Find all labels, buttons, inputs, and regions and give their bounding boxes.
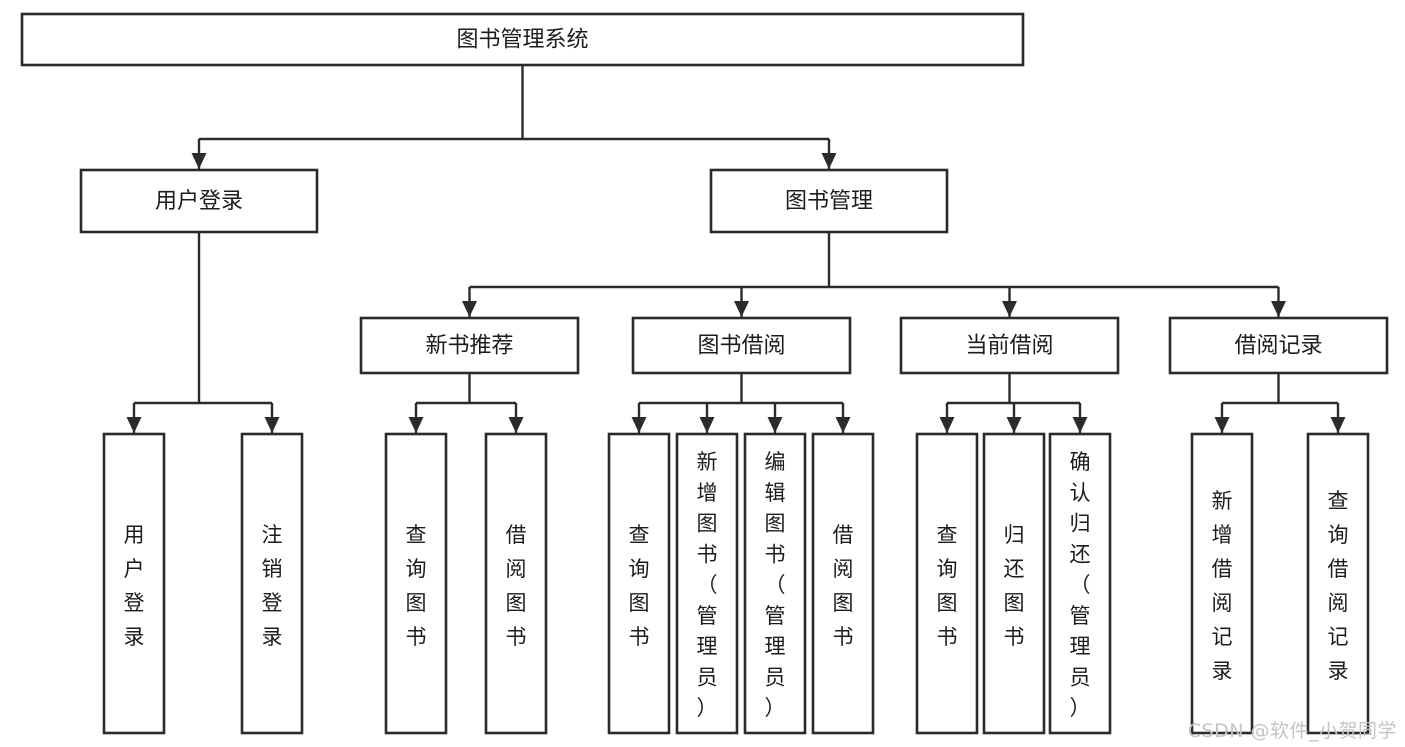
node-box-current-borrow xyxy=(899,316,1120,375)
edge-group-new-book-rec xyxy=(408,373,524,433)
arrow-head-icon xyxy=(1271,301,1286,317)
node-label-borrow-record: 借阅记录 xyxy=(1234,334,1322,359)
node-label-leaf-edit-book: 编辑图书（管理员） xyxy=(765,450,786,720)
node-box-leaf-edit-book xyxy=(743,432,807,735)
node-box-leaf-add-book xyxy=(675,432,739,735)
arrow-head-icon xyxy=(462,301,477,317)
node-label-new-book-rec: 新书推荐 xyxy=(425,334,513,359)
node-label-leaf-user-login: 用户登录 xyxy=(124,523,145,649)
node-leaf-query-book-1[interactable]: 查询图书 xyxy=(384,432,448,735)
node-box-leaf-confirm-return xyxy=(1048,432,1112,735)
node-leaf-confirm-return[interactable]: 确认归还（管理员） xyxy=(1048,432,1112,735)
node-leaf-query-record[interactable]: 查询借阅记录 xyxy=(1306,432,1370,735)
node-current-borrow[interactable]: 当前借阅 xyxy=(899,316,1120,375)
arrow-head-icon xyxy=(767,417,783,433)
edge-group-book-manage xyxy=(462,232,1286,317)
node-box-leaf-query-book-3 xyxy=(915,432,979,735)
arrow-head-icon xyxy=(191,153,207,169)
arrow-head-icon xyxy=(939,417,955,433)
node-layer: 图书管理系统用户登录图书管理新书推荐图书借阅当前借阅借阅记录用户登录注销登录查询… xyxy=(20,12,1389,735)
node-label-leaf-add-book: 新增图书（管理员） xyxy=(697,450,718,720)
node-label-book-borrow: 图书借阅 xyxy=(697,334,785,359)
arrow-head-icon xyxy=(699,417,715,433)
node-leaf-return-book[interactable]: 归还图书 xyxy=(982,432,1046,735)
node-box-leaf-query-book-2 xyxy=(607,432,671,735)
node-box-book-borrow xyxy=(631,316,852,375)
node-leaf-borrow-book-1[interactable]: 借阅图书 xyxy=(484,432,548,735)
node-leaf-add-book[interactable]: 新增图书（管理员） xyxy=(675,432,739,735)
node-book-manage[interactable]: 图书管理 xyxy=(709,168,949,234)
arrow-head-icon xyxy=(1002,301,1017,317)
arrow-head-icon xyxy=(508,417,524,433)
edge-group-user-login xyxy=(126,232,280,433)
node-leaf-query-book-2[interactable]: 查询图书 xyxy=(607,432,671,735)
arrow-head-icon xyxy=(835,417,851,433)
node-label-leaf-confirm-return: 确认归还（管理员） xyxy=(1070,450,1091,720)
edge-group-book-borrow xyxy=(631,373,851,433)
node-box-leaf-query-record xyxy=(1306,432,1370,735)
node-label-book-manage: 图书管理 xyxy=(785,189,873,214)
node-label-current-borrow: 当前借阅 xyxy=(965,334,1053,359)
node-box-leaf-logout xyxy=(240,432,304,735)
node-box-root xyxy=(20,12,1025,67)
arrow-head-icon xyxy=(631,417,647,433)
node-label-root: 图书管理系统 xyxy=(456,28,588,53)
node-label-leaf-add-record: 新增借阅记录 xyxy=(1212,489,1233,683)
arrow-head-icon xyxy=(264,417,280,433)
node-leaf-add-record[interactable]: 新增借阅记录 xyxy=(1190,432,1254,735)
arrow-head-icon xyxy=(1330,417,1346,433)
node-label-leaf-query-book-1: 查询图书 xyxy=(406,523,427,649)
node-borrow-record[interactable]: 借阅记录 xyxy=(1168,316,1389,375)
arrow-head-icon xyxy=(734,301,749,317)
node-leaf-user-login[interactable]: 用户登录 xyxy=(102,432,166,735)
arrow-head-icon xyxy=(408,417,424,433)
node-box-leaf-user-login xyxy=(102,432,166,735)
node-leaf-borrow-book-2[interactable]: 借阅图书 xyxy=(811,432,875,735)
node-box-leaf-query-book-1 xyxy=(384,432,448,735)
node-box-leaf-add-record xyxy=(1190,432,1254,735)
node-box-new-book-rec xyxy=(359,316,580,375)
edge-group-root xyxy=(191,65,837,169)
arrow-head-icon xyxy=(1072,417,1088,433)
node-leaf-edit-book[interactable]: 编辑图书（管理员） xyxy=(743,432,807,735)
node-label-leaf-query-book-2: 查询图书 xyxy=(629,523,650,649)
arrow-head-icon xyxy=(126,417,142,433)
edge-group-current-borrow xyxy=(939,373,1088,433)
node-label-leaf-borrow-book-2: 借阅图书 xyxy=(833,523,854,649)
node-label-user-login: 用户登录 xyxy=(155,189,243,214)
node-leaf-logout[interactable]: 注销登录 xyxy=(240,432,304,735)
node-label-leaf-query-record: 查询借阅记录 xyxy=(1328,489,1349,683)
watermark-text: CSDN @软件_小贺同学 xyxy=(1187,720,1397,742)
node-label-leaf-return-book: 归还图书 xyxy=(1004,523,1025,649)
arrow-head-icon xyxy=(1006,417,1022,433)
node-new-book-rec[interactable]: 新书推荐 xyxy=(359,316,580,375)
node-box-borrow-record xyxy=(1168,316,1389,375)
edge-group-borrow-record xyxy=(1214,373,1346,433)
node-user-login[interactable]: 用户登录 xyxy=(79,168,319,234)
arrow-head-icon xyxy=(821,153,837,169)
node-label-leaf-query-book-3: 查询图书 xyxy=(937,523,958,649)
node-box-user-login xyxy=(79,168,319,234)
node-label-leaf-logout: 注销登录 xyxy=(262,523,283,649)
node-box-leaf-return-book xyxy=(982,432,1046,735)
node-box-leaf-borrow-book-1 xyxy=(484,432,548,735)
node-root[interactable]: 图书管理系统 xyxy=(20,12,1025,67)
connector-layer xyxy=(126,65,1346,433)
arrow-head-icon xyxy=(1214,417,1230,433)
node-label-leaf-borrow-book-1: 借阅图书 xyxy=(506,523,527,649)
node-book-borrow[interactable]: 图书借阅 xyxy=(631,316,852,375)
node-box-book-manage xyxy=(709,168,949,234)
node-box-leaf-borrow-book-2 xyxy=(811,432,875,735)
node-leaf-query-book-3[interactable]: 查询图书 xyxy=(915,432,979,735)
